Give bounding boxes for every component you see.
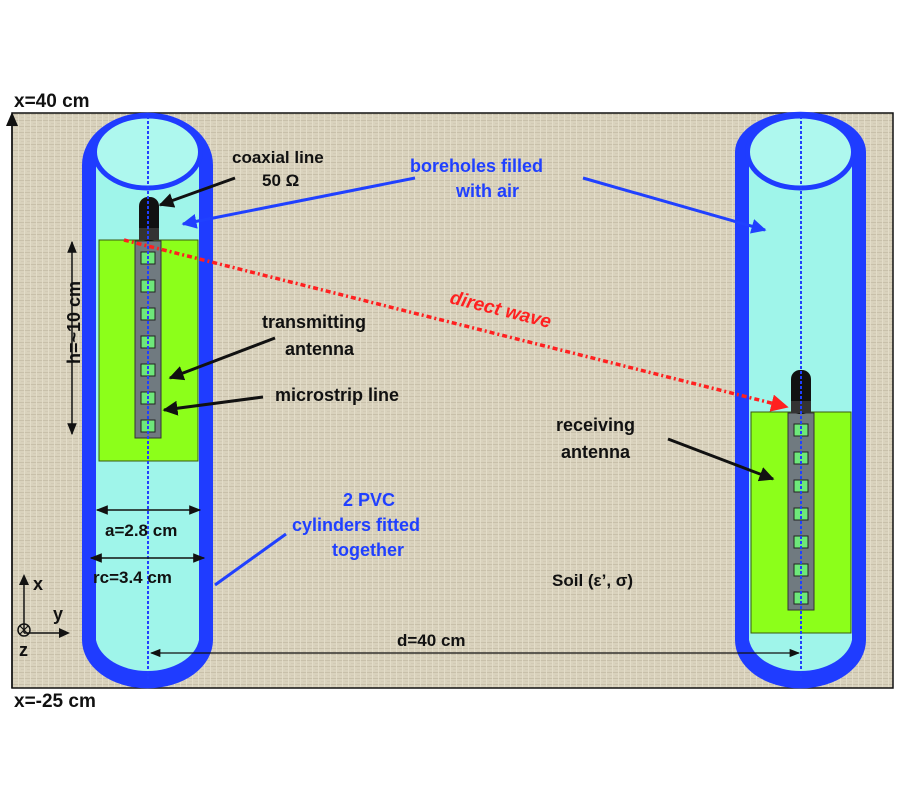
left-antenna-patch <box>140 363 156 377</box>
pvc-label-line3: together <box>332 540 404 560</box>
coord-x-arrowhead-icon <box>19 574 29 585</box>
microstrip-pointer-arrow <box>162 395 264 416</box>
x-axis-arrowhead-icon <box>6 112 18 126</box>
a-dimension-label: a=2.8 cm <box>105 521 177 540</box>
axis-top-label: x=40 cm <box>14 91 90 112</box>
right-antenna-patch <box>793 423 809 437</box>
receiving-antenna-label-line2: antenna <box>561 442 631 462</box>
coaxial-impedance-label: 50 Ω <box>262 171 299 190</box>
receiving-antenna-label-line1: receiving <box>556 415 635 435</box>
microstrip-line-label: microstrip line <box>275 385 399 405</box>
transmitting-pointer-arrow <box>168 336 276 381</box>
pvc-label-line1: 2 PVC <box>343 490 395 510</box>
coord-y-arrowhead-icon <box>59 628 70 638</box>
coord-z-into-page-icon <box>17 623 31 637</box>
direct-wave-path <box>123 238 789 412</box>
distance-label: d=40 cm <box>397 631 466 650</box>
receiving-pointer-arrow <box>667 437 775 482</box>
transmitting-antenna-label-line1: transmitting <box>262 312 366 332</box>
coaxial-line-label: coaxial line <box>232 148 324 167</box>
left-borehole <box>82 112 213 689</box>
boreholes-pointer-left <box>181 176 416 229</box>
right-antenna-patch <box>793 563 809 577</box>
boreholes-pointer-right <box>582 176 767 234</box>
boreholes-label-line1: boreholes filled <box>410 156 543 176</box>
pvc-label-line2: cylinders fitted <box>292 515 420 535</box>
pvc-pointer-arrow <box>214 532 287 587</box>
transmitting-antenna-label-line2: antenna <box>285 339 355 359</box>
soil-label: Soil (ε’, σ) <box>552 571 633 590</box>
boreholes-label-line2: with air <box>455 181 519 201</box>
axis-bottom-label: x=-25 cm <box>14 691 96 712</box>
rc-dimension-label: rc=3.4 cm <box>93 568 172 587</box>
coaxial-pointer-arrow <box>158 176 236 208</box>
coord-z-label: z <box>19 640 28 660</box>
coordinate-system: x y z <box>17 574 70 660</box>
coord-y-label: y <box>53 604 63 624</box>
right-borehole <box>735 111 866 689</box>
height-dimension-label: h=~10 cm <box>64 281 84 364</box>
coord-x-label: x <box>33 574 43 594</box>
